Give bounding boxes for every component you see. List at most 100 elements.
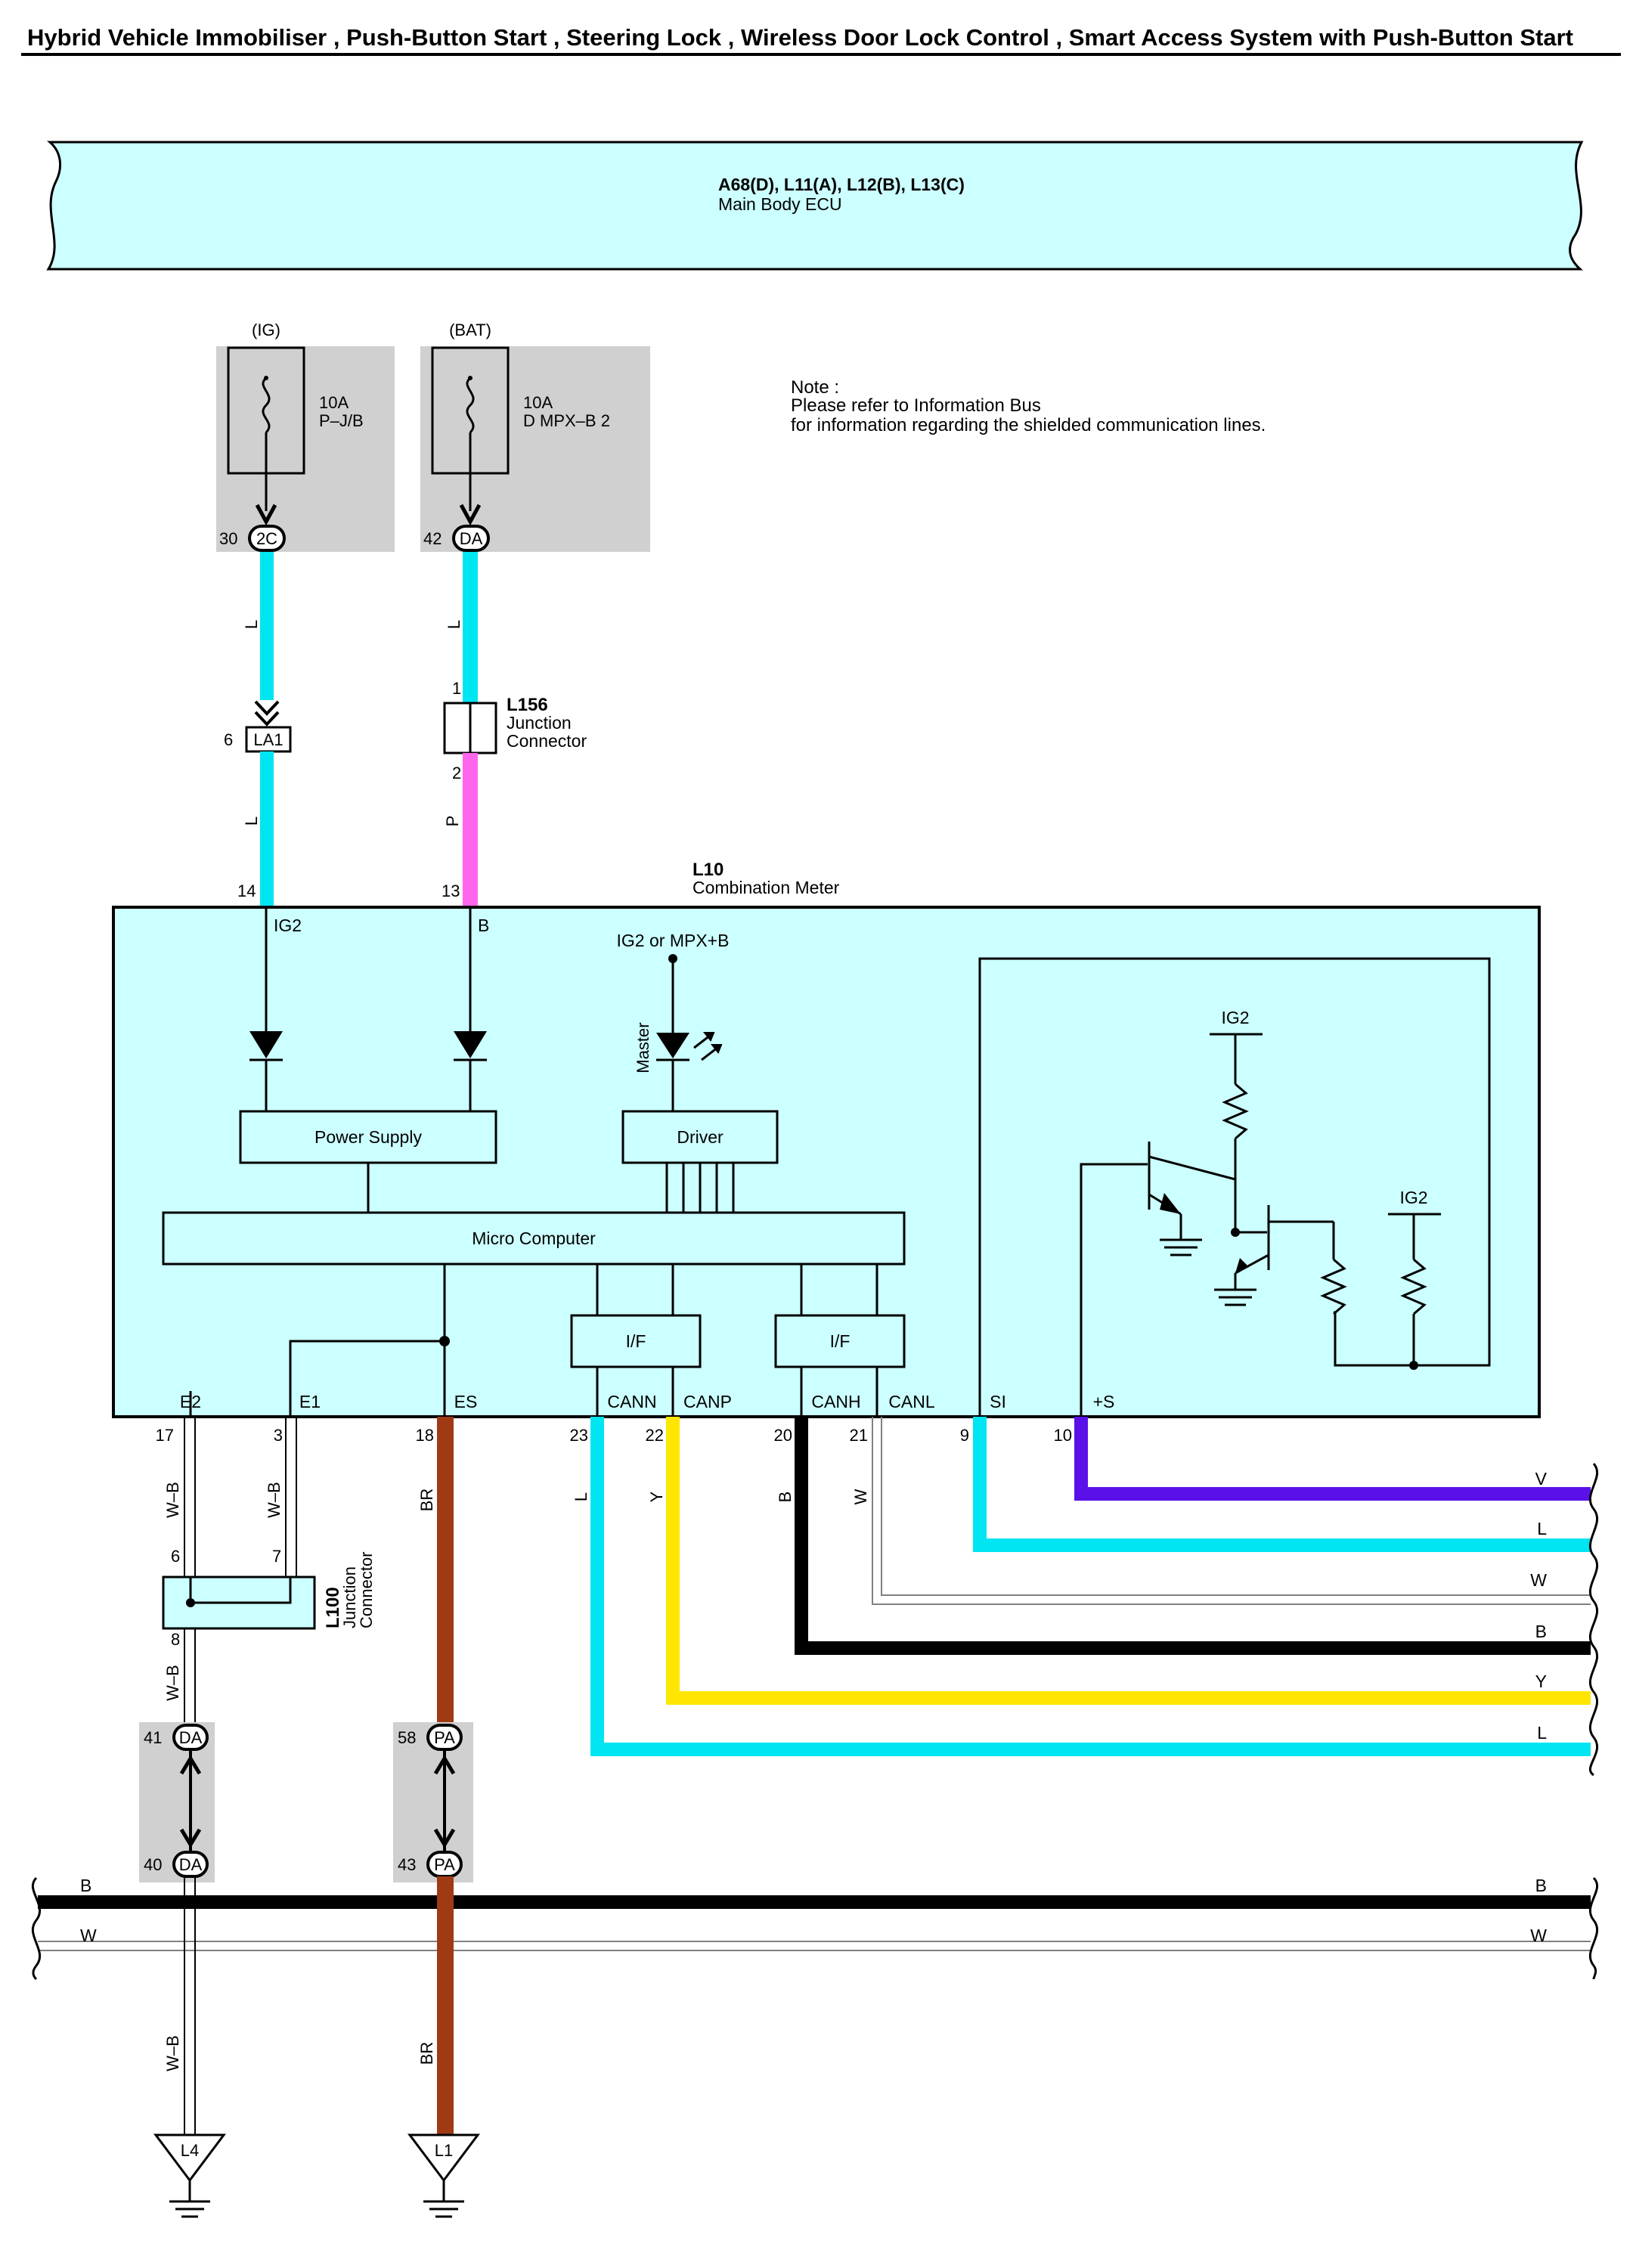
meter-pin-b: 13 [442,881,460,900]
wire-to-l4 [184,1876,196,2136]
interface-block-2: I/F [774,1264,906,1417]
main-body-ecu-banner [46,141,1584,271]
pin-10: 10 [1054,1426,1072,1445]
driver-label: Driver [677,1127,723,1147]
l156-line1: Junction [507,713,572,733]
l100-pin-7: 7 [272,1547,281,1566]
ground-bus-w-left: W [80,1926,97,1945]
pin-23: 23 [570,1426,588,1445]
l100-pin-6: 6 [171,1547,180,1566]
wire-canl-white [872,1417,1591,1605]
ground-junction-dot [439,1336,450,1346]
transistor-circuit [978,957,1491,1417]
bus-label-w: W [1530,1570,1547,1590]
micro-computer-label: Micro Computer [472,1228,596,1248]
ecu-connectors: A68(D), L11(A), L12(B), L13(C) [718,175,965,194]
ground-l4: L4 [153,2133,226,2218]
interface-2-label: I/F [830,1331,851,1351]
pin-9: 9 [960,1426,969,1445]
wire-canp-yellow [666,1417,1591,1705]
terminal-si: SI [990,1392,1006,1411]
micro-computer-block [162,1211,906,1266]
ground-bus-b-left: B [80,1876,91,1895]
bus-label-b: B [1535,1622,1547,1641]
pullup-junction-dot [1409,1361,1418,1370]
driver-bus-lines [665,1163,735,1213]
l100-junction-connector: 6 7 L100 Junction Connector 8 [162,1547,376,1649]
ig2-label-a: IG2 [1221,1008,1249,1027]
wire-es-brown [437,1417,454,1725]
l156-pin-top: 1 [452,679,461,698]
fuse-bat-pin: 42 [423,529,442,548]
fuse-bat-rating: 10A [523,393,553,412]
pa-connector-pair: PA 58 PA 43 [393,1722,473,1882]
da-connector-pair: DA 41 DA 40 [139,1722,215,1882]
wire-color-labels: L Y B W [572,1489,870,1504]
l156-pin-bottom: 2 [452,764,461,782]
meter-terminal-ig2: IG2 [274,916,302,935]
master-indicator-led: IG2 or MPX+B Master [617,931,729,1111]
bus-label-v: V [1535,1469,1548,1489]
terminal-cann: CANN [607,1392,656,1411]
pa-top-pin: 58 [398,1728,416,1747]
diode-ig2 [249,907,283,1111]
terminal-canl: CANL [888,1392,935,1411]
driver-block [621,1110,779,1164]
transistor-junction-dot [1231,1228,1240,1237]
power-supply-block [239,1110,497,1164]
transistor-1-emitter [1160,1193,1181,1214]
diagram-title: Hybrid Vehicle Immobiliser , Push-Button… [27,24,1573,51]
ecu-name: Main Body ECU [718,194,842,214]
fuse-ig-supply: (IG) [252,321,280,339]
fuse-bat-connector: DA [460,529,483,548]
da-top-connector: DA [179,1728,203,1747]
l100-code: L100 [323,1587,343,1628]
la1-connector-label: LA1 [253,730,283,749]
terminal-e1: E1 [299,1392,321,1411]
pin-18: 18 [416,1426,434,1445]
wire-bat-lower [463,753,478,907]
interface-1-label: I/F [626,1331,646,1351]
power-supply-label: Power Supply [314,1127,422,1147]
meter-name: Combination Meter [693,878,840,897]
da-bottom-connector: DA [179,1855,203,1874]
right-break-marks [1588,1463,1599,1777]
meter-terminal-b: B [478,916,489,935]
ground-bus-b-right: B [1535,1876,1547,1895]
bus-label-y: Y [1535,1672,1547,1691]
wire-label-17: W–B [163,1482,182,1518]
wire-label-21: W [851,1489,870,1504]
led-label: Master [634,1022,652,1073]
wire-violet [1074,1417,1591,1501]
ground-l1: L1 [407,2133,480,2218]
wire-bat-upper-label: L [445,620,463,629]
interface-block-1: I/F [570,1264,702,1417]
wire-label-3: W–B [265,1482,284,1518]
wire-ig-upper [260,552,274,700]
wire-label-l4: W–B [163,2035,182,2071]
l100-line2: Connector [357,1551,376,1628]
wire-bat-upper [463,552,478,703]
wire-label-22: Y [647,1491,666,1502]
terminal-e2: E2 [180,1392,201,1411]
wire-label-l100: W–B [163,1665,182,1701]
right-wire-labels: V L W B Y L [1530,1469,1547,1743]
l100-line1: Junction [340,1566,359,1628]
da-top-pin: 41 [144,1728,162,1747]
da-bottom-pin: 40 [144,1855,162,1874]
ground-bus-w-right: W [1530,1926,1547,1945]
wire-e1-white-black [285,1417,297,1577]
wire-si-cyan [973,1417,1591,1552]
ground-l4-label: L4 [181,2141,199,2160]
la1-pin: 6 [224,730,233,749]
meter-code: L10 [693,860,723,880]
pa-bottom-pin: 43 [398,1855,416,1874]
wire-ig-lower-label: L [242,816,261,826]
wire-label-20: B [776,1492,795,1503]
wire-to-l1 [437,1876,454,2136]
pa-top-connector: PA [434,1728,455,1747]
bus-label-l1: L [1537,1519,1547,1538]
ground-bus: B W B W [31,1876,1599,1981]
fuse-ig: (IG) 10A P–J/B 30 2C [216,321,395,552]
